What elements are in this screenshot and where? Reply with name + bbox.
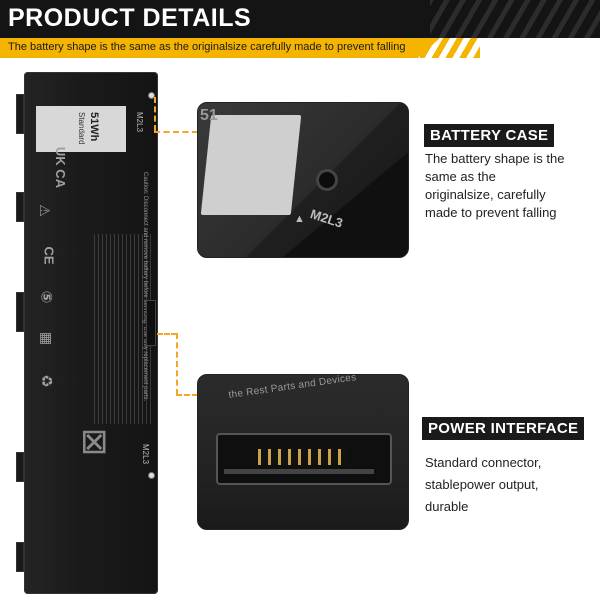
leader-line-interface [176, 333, 178, 395]
ce-mark: CE [41, 246, 57, 265]
closeup-capacity-fragment: 51 [200, 107, 218, 124]
power-interface-title: POWER INTERFACE [422, 417, 585, 440]
battery-tab [16, 192, 24, 222]
leader-line-interface [157, 333, 177, 335]
power-interface-closeup: the Rest Parts and Devices [197, 374, 409, 530]
connector-pins [258, 449, 348, 465]
battery-tab [16, 542, 24, 572]
battery-tab [16, 292, 24, 332]
connector-bar [224, 469, 374, 474]
header-stripes [430, 0, 600, 38]
battery-tab [16, 452, 24, 482]
battery-image: 51Wh Standard M2L3 UK CA ⚠ CE ⑤ ▦ ♻ Caut… [16, 72, 158, 594]
battery-warning-text: Caution: Disconnect and remove battery b… [142, 172, 148, 402]
recycle-mark-icon: ⑤ [37, 290, 55, 304]
warning-icon: ⚠ [36, 204, 53, 217]
power-interface-body: Standard connector, stablepower output, … [425, 455, 542, 514]
page-title: PRODUCT DETAILS [8, 4, 252, 32]
battery-label-panel [36, 106, 126, 152]
battery-screw [148, 92, 155, 99]
recycle-icon: ♻ [37, 374, 55, 388]
leader-line-case [154, 97, 156, 131]
leader-line-case [154, 131, 198, 133]
battery-case-title: BATTERY CASE [424, 124, 555, 147]
subtitle-bar: The battery shape is the same as the ori… [0, 38, 440, 58]
leader-line-interface [176, 394, 198, 396]
battery-screw [148, 472, 155, 479]
battery-capacity: 51Wh [88, 112, 100, 142]
battery-connector [146, 300, 156, 346]
closeup-caption: the Rest Parts and Devices [227, 374, 358, 401]
battery-model-top: M2L3 [135, 112, 144, 133]
closeup-edge [198, 103, 408, 257]
header-bar: PRODUCT DETAILS [0, 0, 600, 38]
connector-slot [216, 433, 392, 485]
ukca-mark: UK CA [53, 146, 69, 189]
battery-case-closeup: 51 ▲ M2L3 [197, 102, 409, 258]
battery-case-body: The battery shape is the same as the ori… [425, 151, 565, 220]
no-trash-icon: ⊠ [75, 427, 114, 457]
battery-model-bottom: M2L3 [141, 444, 150, 465]
screw-hole-icon [316, 169, 338, 191]
battery-warning-text-block [94, 234, 154, 424]
triangle-icon: ▲ [294, 213, 305, 225]
battery-type: Standard [77, 112, 86, 145]
certification-icon: ▦ [39, 331, 56, 346]
battery-tab [16, 94, 24, 134]
subtitle-text: The battery shape is the same as the ori… [8, 41, 406, 53]
subtitle-stripes [420, 38, 480, 58]
